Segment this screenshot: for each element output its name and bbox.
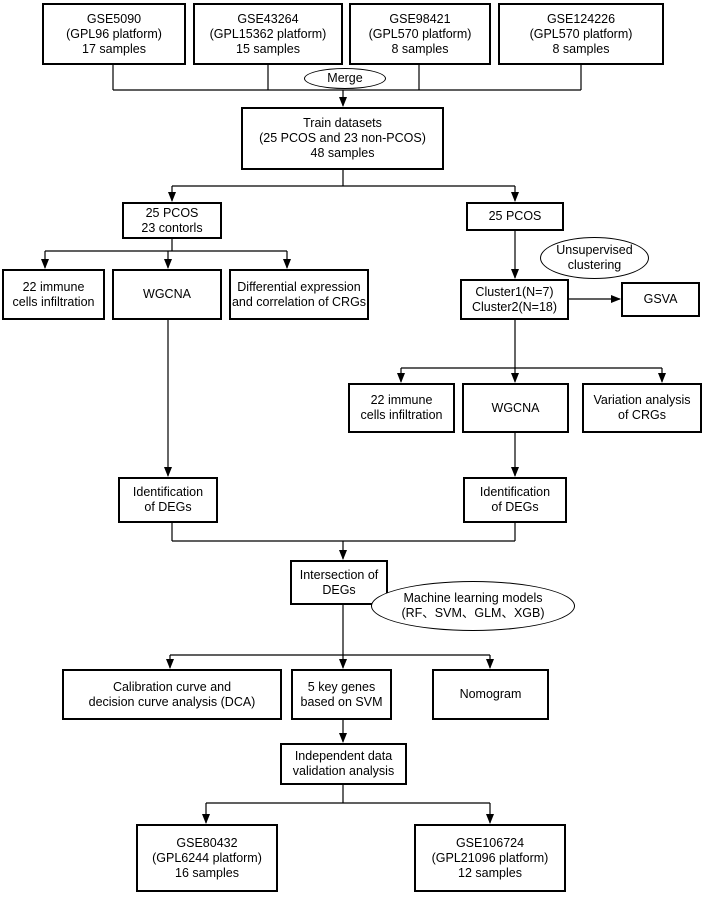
dataset-box-gse43264: GSE43264 (GPL15362 platform) 15 samples (193, 3, 343, 65)
dataset-samples: 8 samples (391, 41, 449, 56)
calibration-line-2: decision curve analysis (DCA) (88, 694, 256, 709)
immune-line-2: cells infiltration (12, 294, 95, 309)
differential-expression-box: Differential expression and correlation … (229, 269, 369, 320)
degs-line-1: Identification (132, 485, 204, 499)
left-wgcna-box: WGCNA (112, 269, 222, 320)
dataset-id: GSE5090 (86, 11, 142, 26)
intersection-box: Intersection of DEGs (290, 560, 388, 605)
right-immune-box: 22 immune cells infiltration (348, 383, 455, 433)
dataset-id: GSE43264 (237, 11, 299, 26)
dataset-box-gse124226: GSE124226 (GPL570 platform) 8 samples (498, 3, 664, 65)
gsva-label: GSVA (643, 292, 678, 306)
right-degs-box: Identification of DEGs (463, 477, 567, 523)
merge-oval: Merge (304, 68, 386, 89)
train-composition: (25 PCOS and 23 non-PCOS) (259, 131, 426, 145)
diff-line-1: Differential expression (237, 279, 361, 294)
ml-line-2: (RF、SVM、GLM、XGB) (401, 606, 545, 620)
pcos-label: 25 PCOS (488, 209, 542, 223)
clusters-box: Cluster1(N=7) Cluster2(N=18) (460, 279, 569, 320)
immune-line-2: cells infiltration (360, 408, 443, 422)
groups-box: 25 PCOS 23 contorls (122, 202, 222, 239)
groups-pcos: 25 PCOS (145, 205, 199, 220)
dataset-platform: (GPL96 platform) (66, 26, 162, 41)
train-title: Train datasets (303, 116, 382, 130)
unsupervised-clustering-oval: Unsupervised clustering (540, 237, 649, 279)
ml-line-1: Machine learning models (403, 591, 543, 605)
validation-line-1: Independent data (294, 749, 393, 763)
validation-line-2: validation analysis (292, 764, 395, 778)
nomogram-box: Nomogram (432, 669, 549, 720)
dataset-samples: 15 samples (236, 41, 300, 56)
intersection-line-1: Intersection of (299, 567, 379, 582)
key-genes-line-1: 5 key genes (307, 679, 376, 694)
wgcna-label: WGCNA (143, 287, 191, 301)
validation-set-gse80432: GSE80432 (GPL6244 platform) 16 samples (136, 824, 278, 892)
dataset-id: GSE98421 (389, 11, 451, 26)
merge-label: Merge (327, 71, 363, 85)
diff-line-2: and correlation of CRGs (231, 294, 367, 309)
dataset-platform: (GPL570 platform) (529, 26, 633, 41)
immune-line-1: 22 immune (370, 393, 433, 407)
cluster-1: Cluster1(N=7) (475, 284, 554, 299)
dataset-samples: 16 samples (175, 865, 239, 880)
validation-box: Independent data validation analysis (280, 743, 407, 785)
cluster-2: Cluster2(N=18) (471, 299, 558, 314)
right-pcos-box: 25 PCOS (466, 202, 564, 231)
dataset-box-gse5090: GSE5090 (GPL96 platform) 17 samples (42, 3, 186, 65)
intersection-line-2: DEGs (322, 582, 356, 597)
left-degs-box: Identification of DEGs (118, 477, 218, 523)
left-immune-box: 22 immune cells infiltration (2, 269, 105, 320)
train-samples: 48 samples (310, 146, 375, 160)
variation-analysis-box: Variation analysis of CRGs (582, 383, 702, 433)
variation-line-1: Variation analysis (593, 393, 691, 407)
dataset-id: GSE106724 (455, 835, 525, 850)
wgcna-label: WGCNA (491, 400, 540, 415)
variation-line-2: of CRGs (618, 408, 666, 422)
degs-line-1: Identification (479, 485, 551, 499)
dataset-platform: (GPL6244 platform) (152, 850, 262, 865)
unsupervised-line-1: Unsupervised (556, 243, 633, 257)
calibration-box: Calibration curve and decision curve ana… (62, 669, 282, 720)
dataset-box-gse98421: GSE98421 (GPL570 platform) 8 samples (349, 3, 491, 65)
dataset-samples: 12 samples (458, 865, 522, 880)
groups-controls: 23 contorls (141, 220, 203, 235)
unsupervised-line-2: clustering (567, 258, 622, 272)
train-datasets-box: Train datasets (25 PCOS and 23 non-PCOS)… (241, 107, 444, 170)
gsva-box: GSVA (621, 282, 700, 317)
key-genes-line-2: based on SVM (300, 694, 383, 709)
validation-set-gse106724: GSE106724 (GPL21096 platform) 12 samples (414, 824, 566, 892)
dataset-platform: (GPL15362 platform) (209, 26, 327, 41)
dataset-id: GSE80432 (176, 835, 238, 850)
dataset-id: GSE124226 (546, 11, 616, 26)
machine-learning-oval: Machine learning models (RF、SVM、GLM、XGB) (371, 581, 575, 631)
immune-line-1: 22 immune (22, 279, 85, 294)
dataset-platform: (GPL570 platform) (368, 26, 472, 41)
nomogram-label: Nomogram (459, 687, 522, 701)
dataset-samples: 8 samples (552, 41, 610, 56)
dataset-platform: (GPL21096 platform) (431, 850, 549, 865)
right-wgcna-box: WGCNA (462, 383, 569, 433)
dataset-samples: 17 samples (82, 41, 146, 56)
calibration-line-1: Calibration curve and (112, 679, 232, 694)
key-genes-box: 5 key genes based on SVM (291, 669, 392, 720)
degs-line-2: of DEGs (144, 500, 192, 514)
degs-line-2: of DEGs (491, 500, 539, 514)
